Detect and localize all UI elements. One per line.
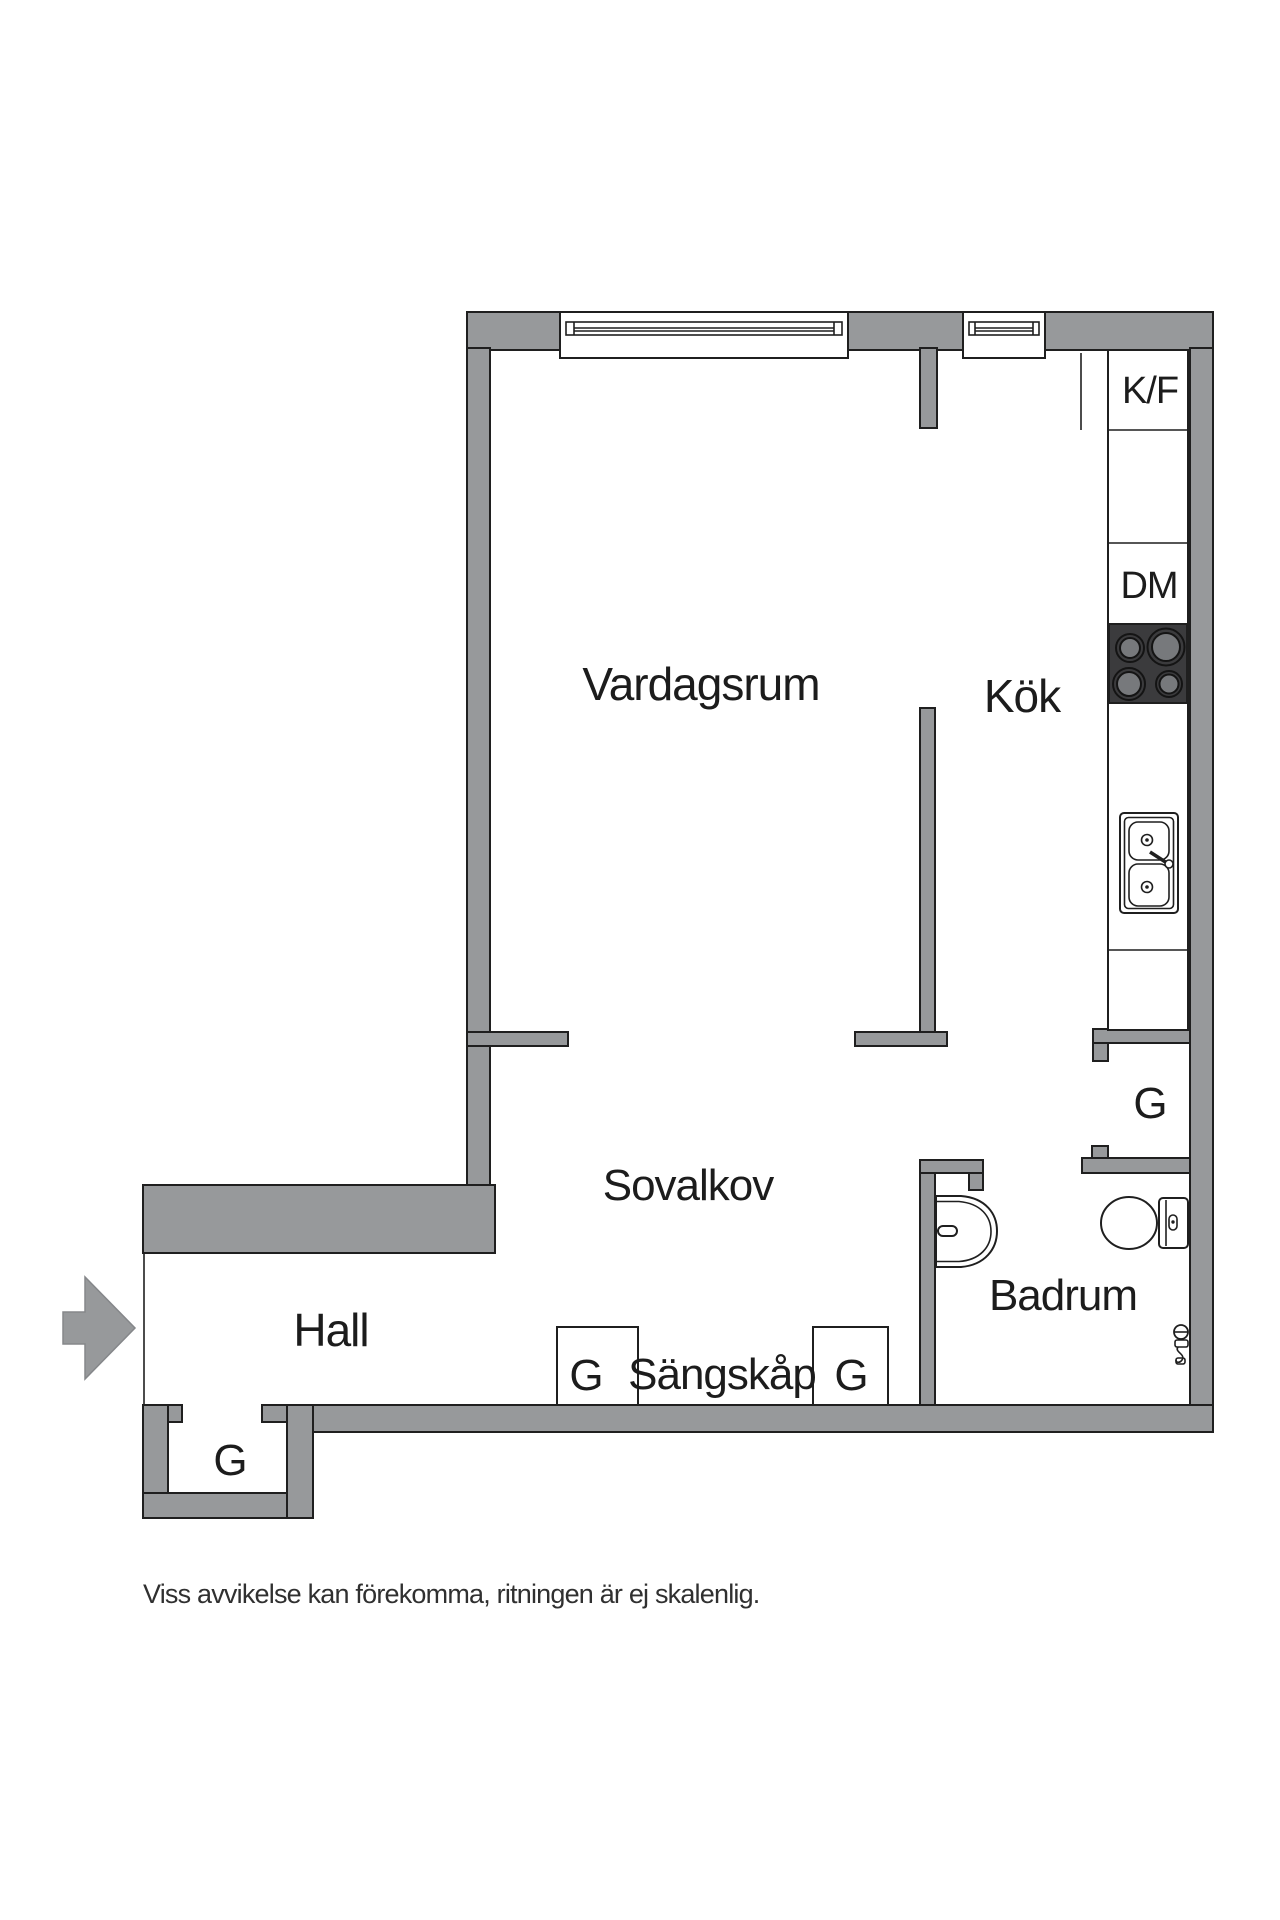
walls (142, 311, 1214, 1519)
room-label-sovalkov: Sovalkov (603, 1161, 775, 1210)
wall-hall-closet-jamb-right (261, 1404, 288, 1423)
wash-basin-icon (935, 1195, 999, 1268)
disclaimer-text: Viss avvikelse kan förekomma, ritningen … (143, 1579, 760, 1609)
wall-kitchen-bottom (1092, 1028, 1191, 1044)
wall-top-left-block (466, 311, 561, 351)
wall-right (1189, 347, 1214, 1433)
wall-mid (919, 707, 936, 1035)
double-bowl-sink-icon (1119, 812, 1179, 914)
wall-mid-top-stub (919, 347, 938, 429)
windows (559, 311, 1046, 359)
toilet-icon (1100, 1196, 1189, 1250)
bathroom-fixtures (935, 1195, 1189, 1365)
window-icon (559, 311, 849, 359)
dishwasher-label: DM (1120, 565, 1177, 607)
wall-closet-right-bottom (1081, 1157, 1191, 1174)
room-label-hall: Hall (293, 1304, 368, 1356)
wall-badrum-top-left (919, 1159, 984, 1174)
kitchen-counter (1080, 349, 1189, 1031)
wall-closet-right-jamb (1091, 1145, 1109, 1159)
wall-kitchen-hook (1092, 1042, 1109, 1062)
wall-hall-top-band (142, 1184, 496, 1254)
wall-top-right (1044, 311, 1214, 351)
wardrobe-label: G (569, 1351, 602, 1400)
wardrobe-label: G (1133, 1079, 1166, 1128)
cabinet-boxes (556, 1326, 889, 1406)
wall-left-stub (466, 1031, 569, 1047)
wall-hall-closet-right (286, 1404, 314, 1519)
room-label-sangskap: Sängskåp (628, 1350, 816, 1399)
wall-badrum-left (919, 1159, 936, 1433)
fridge-freezer-label: K/F (1122, 370, 1178, 412)
stove-4-burners-icon (1108, 623, 1188, 704)
wall-hall-closet-jamb-left (167, 1404, 183, 1423)
entry-arrow-icon (62, 1275, 137, 1381)
wall-bottom (312, 1404, 1214, 1433)
wardrobe-label: G (834, 1351, 867, 1400)
wall-top-pier (847, 311, 964, 351)
room-label-vardagsrum: Vardagsrum (582, 658, 819, 710)
window-icon (962, 311, 1046, 359)
room-label-kok: Kök (984, 670, 1062, 722)
wardrobe-label: G (213, 1436, 246, 1485)
shower-mixer-icon (1173, 1324, 1189, 1365)
room-label-badrum: Badrum (989, 1271, 1137, 1320)
wardrobe-box (556, 1326, 639, 1406)
wall-mid-foot (854, 1031, 948, 1047)
wall-badrum-door-jamb (968, 1172, 984, 1191)
wardrobe-box (812, 1326, 889, 1406)
wall-hall-closet-bottom (142, 1492, 314, 1519)
wall-left (466, 347, 491, 1254)
